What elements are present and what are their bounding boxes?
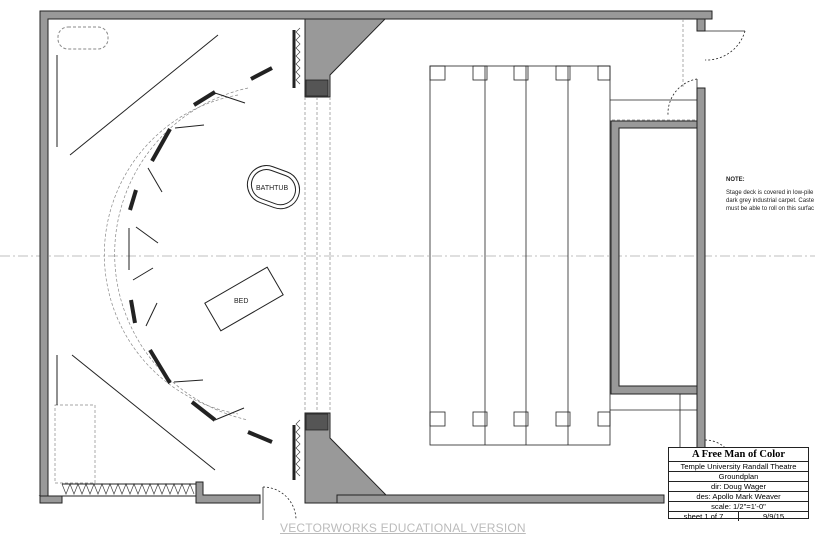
sheet-row: sheet 1 of 7 9/9/15 [669, 512, 808, 521]
note-line: must be able to roll on this surfac [726, 206, 815, 212]
outer-walls [38, 10, 713, 504]
bathtub: BATHTUB [246, 165, 301, 210]
sheet-number: sheet 1 of 7 [669, 512, 739, 521]
bed-label: BED [234, 298, 248, 305]
stage-platforms [429, 65, 697, 448]
diagonal-flats [56, 34, 219, 471]
drawing-name: Groundplan [669, 472, 808, 482]
curved-screen-panels [128, 30, 296, 480]
director: dir: Doug Wager [669, 482, 808, 492]
bathtub-label: BATHTUB [256, 185, 288, 192]
designer: des: Apollo Mark Weaver [669, 492, 808, 502]
note-line: dark grey industrial carpet. Caste [726, 198, 815, 204]
note-line: Stage deck is covered in low-pile [726, 190, 814, 196]
note-heading: NOTE: [726, 177, 745, 183]
watermark: VECTORWORKS EDUCATIONAL VERSION [280, 521, 526, 535]
curtain-bottom [61, 483, 195, 495]
stage-note: NOTE: Stage deck is covered in low-pile … [726, 176, 815, 213]
top-left-fixture [57, 26, 109, 50]
bed: BED [204, 266, 284, 332]
venue: Temple University Randall Theatre [669, 462, 808, 472]
title-block: A Free Man of Color Temple University Ra… [668, 447, 809, 521]
drawing-date: 9/9/15 [762, 512, 785, 521]
doors [262, 30, 746, 521]
curtain-right-lower [295, 419, 301, 477]
curtain-right [295, 27, 301, 85]
scale: scale: 1/2"=1'-0" [669, 502, 808, 512]
production-title: A Free Man of Color [669, 448, 808, 462]
dashed-lines [54, 19, 697, 484]
